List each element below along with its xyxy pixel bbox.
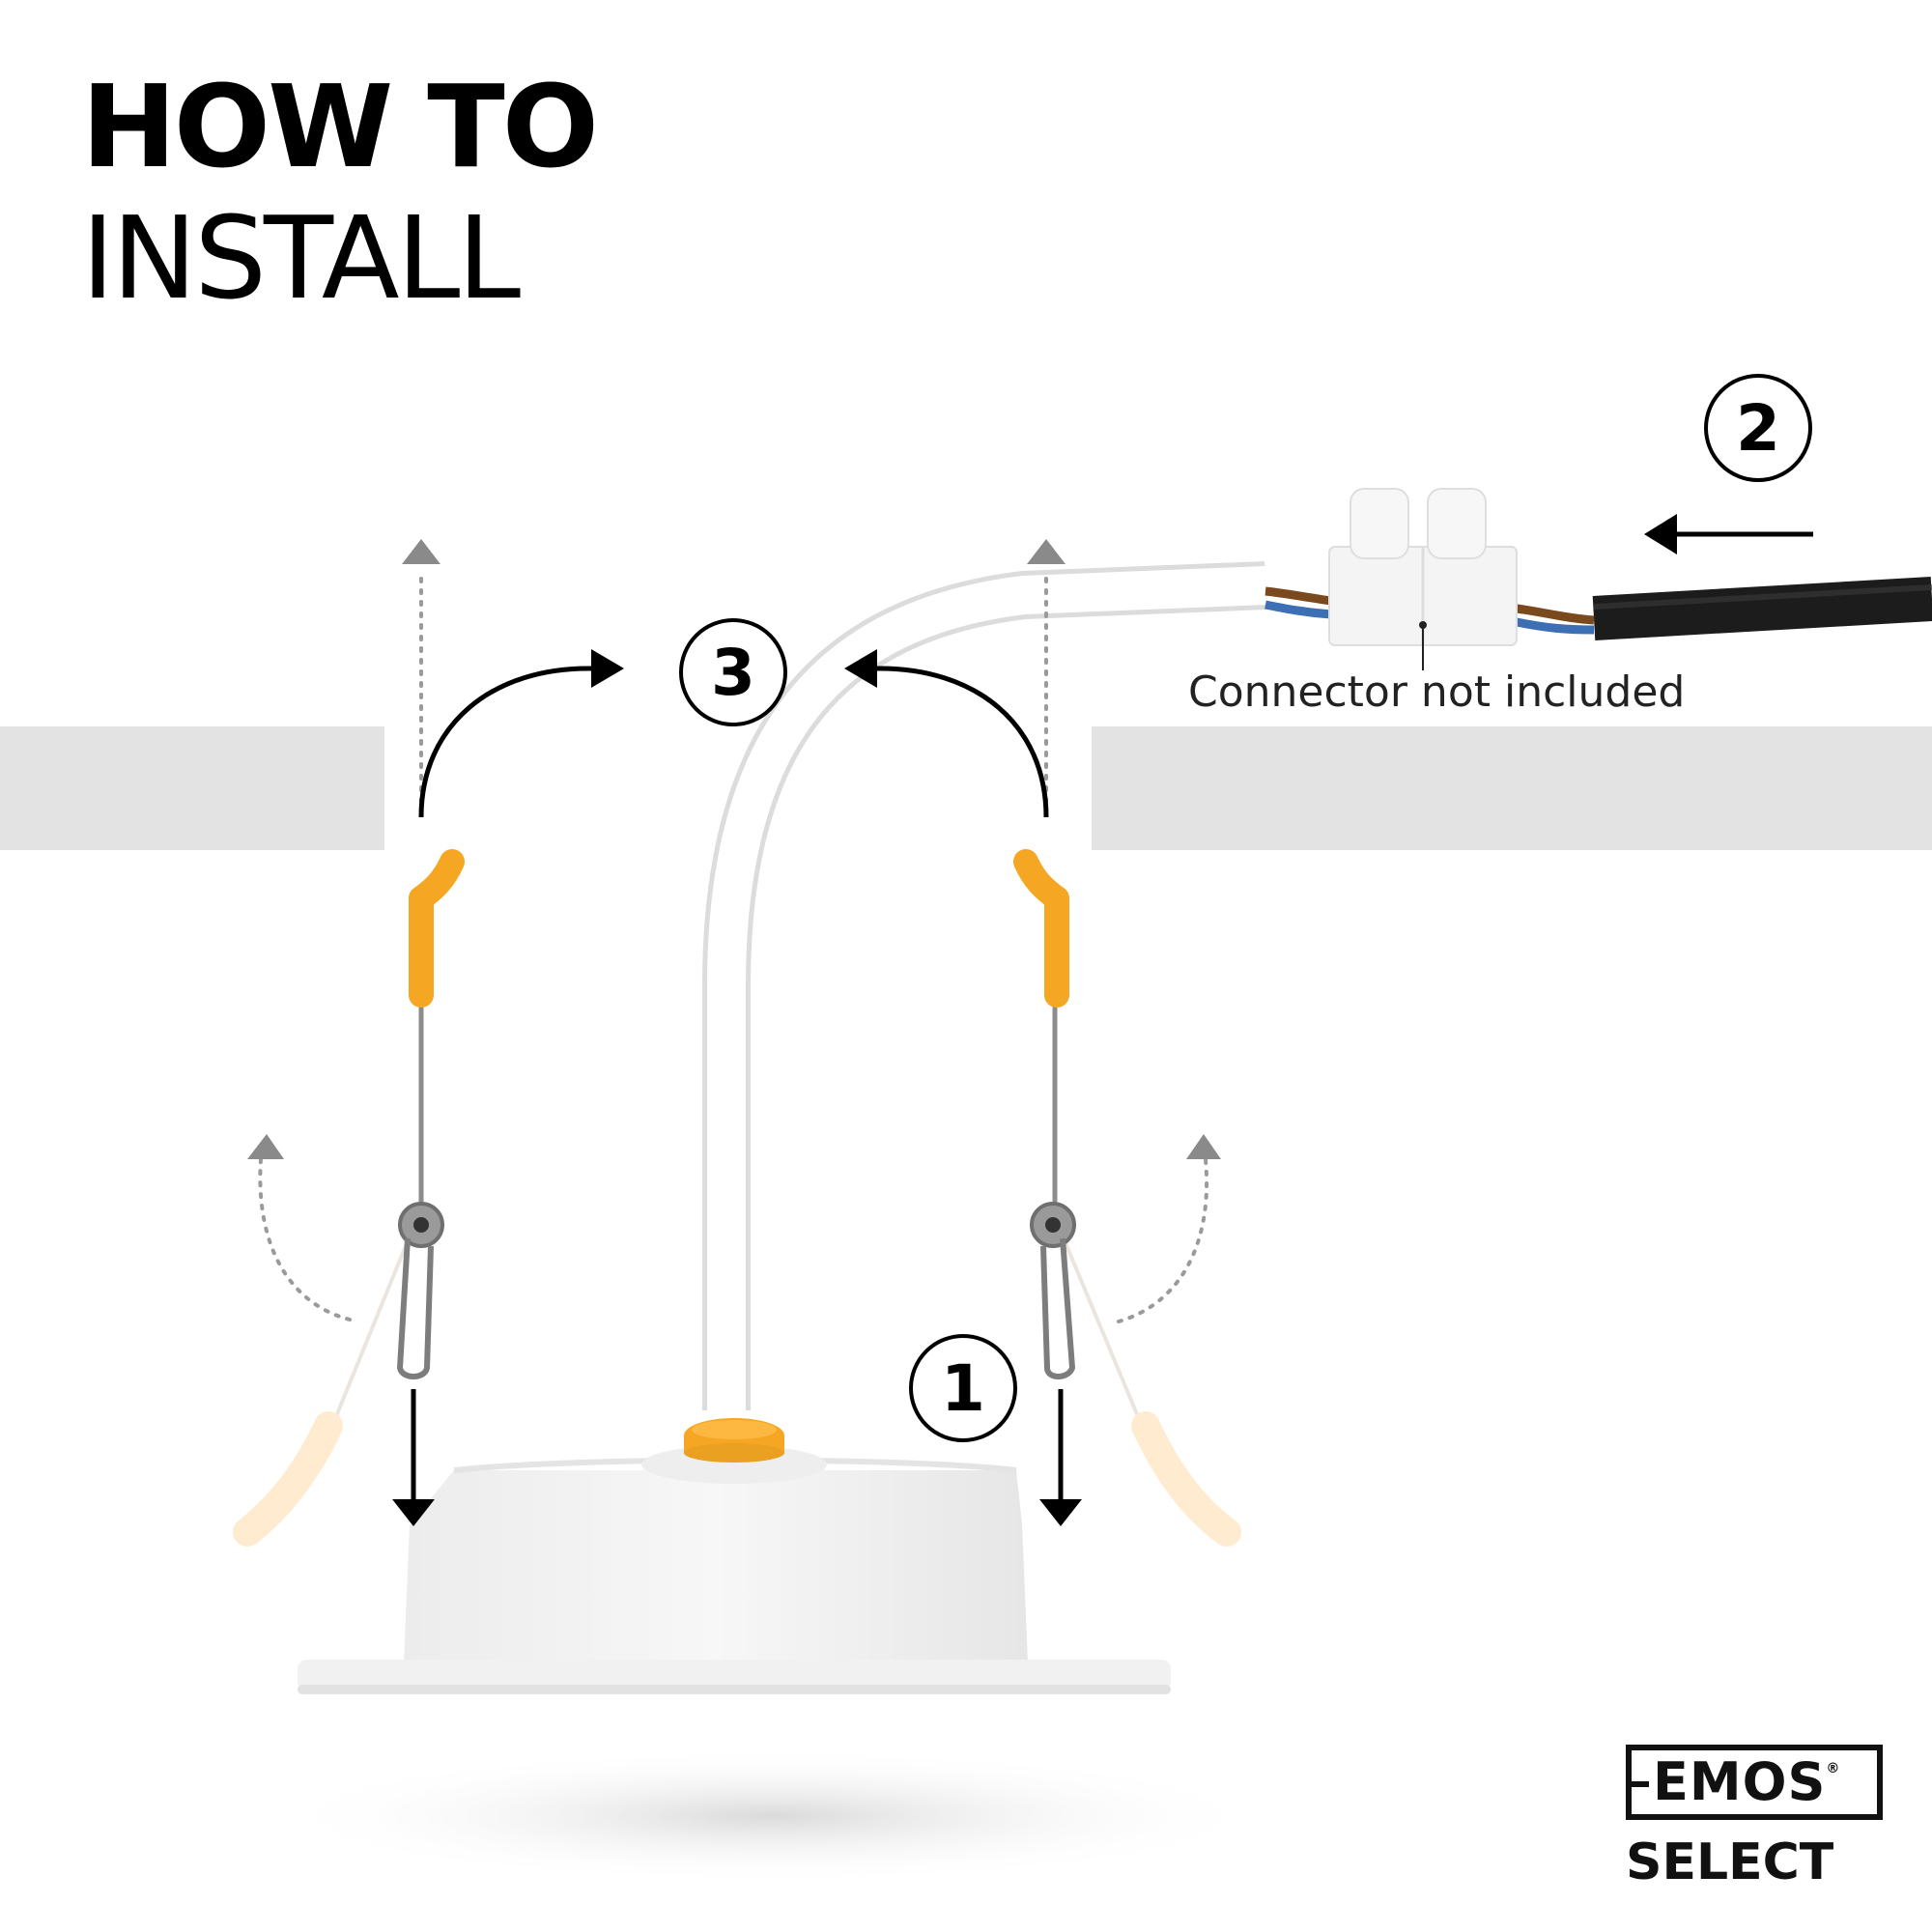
step-badge-2: 2 — [1704, 374, 1812, 482]
arrow-down-right — [1039, 1389, 1082, 1526]
logo-registered: ® — [1826, 1761, 1841, 1776]
logo-text: EMOS® — [1653, 1756, 1840, 1808]
arrow-curve-left — [418, 649, 624, 818]
hint-arrow-curve-right — [1117, 1134, 1221, 1323]
spring-faded-left — [233, 1226, 415, 1547]
step-number-3: 3 — [711, 636, 755, 710]
lamp-cable — [702, 561, 1332, 1410]
spring-faded-right — [1057, 1226, 1241, 1547]
logo-sub: SELECT — [1626, 1833, 1834, 1891]
downlight-body — [298, 1418, 1171, 1694]
logo-brand: EMOS — [1653, 1751, 1827, 1812]
title-how-to: HOW TO — [81, 60, 599, 193]
floor-shadow — [269, 1748, 1273, 1884]
step-number-2: 2 — [1736, 391, 1780, 466]
arrow-left-cable — [1644, 514, 1813, 554]
ceiling-right — [1092, 726, 1932, 850]
terminal-connector — [1328, 488, 1518, 646]
ceiling-left — [0, 726, 384, 850]
logo-bar — [1632, 1781, 1649, 1787]
spring-left — [397, 849, 465, 1379]
connector-note: Connector not included — [1188, 668, 1685, 717]
mains-cable — [1516, 577, 1932, 640]
step-number-1: 1 — [941, 1351, 985, 1426]
step-badge-1: 1 — [909, 1334, 1017, 1442]
step-badge-3: 3 — [679, 618, 787, 726]
title-install: INSTALL — [81, 191, 521, 325]
hint-arrow-up-left — [402, 539, 440, 804]
hint-arrow-curve-left — [247, 1134, 352, 1321]
hint-arrow-up-right — [1027, 539, 1065, 804]
arrow-curve-right — [844, 649, 1049, 818]
arrow-down-left — [392, 1389, 435, 1526]
spring-right — [1013, 849, 1076, 1379]
brand-logo: EMOS® — [1626, 1745, 1883, 1820]
